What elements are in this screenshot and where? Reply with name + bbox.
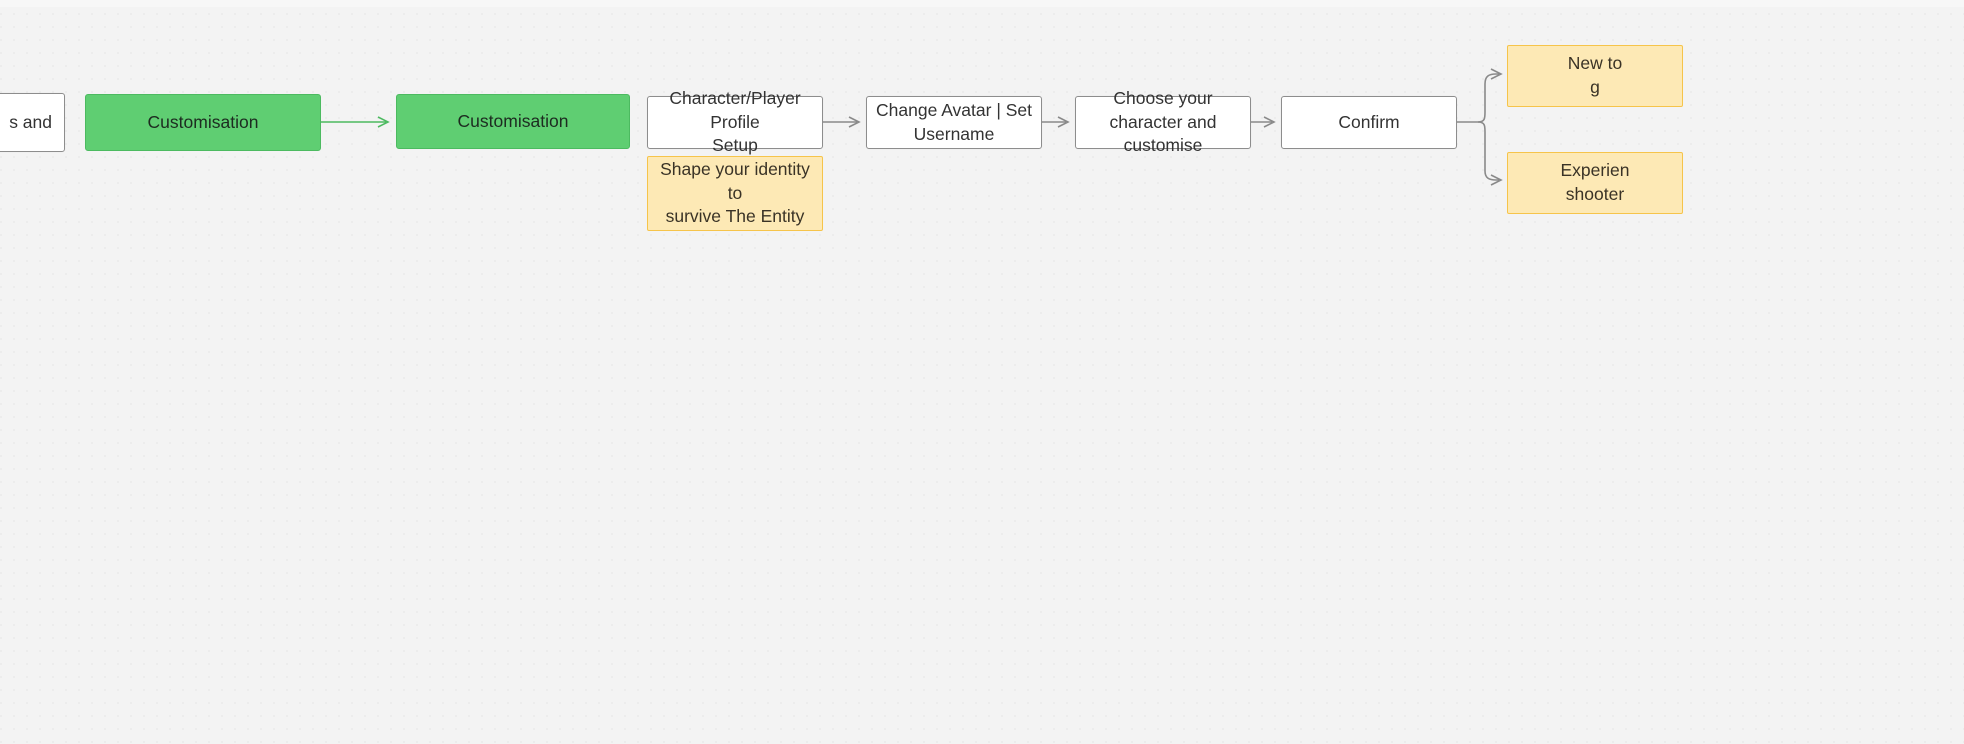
note-label: Experien shooter [1560,160,1630,204]
node-label: Confirm [1338,111,1400,132]
note-label: Shape your identity to survive The Entit… [660,159,810,227]
edge-profile-to-avatar [823,116,861,128]
node-label: Choose your character and customise [1109,88,1217,156]
node-label: Change Avatar | Set Username [876,99,1032,144]
node-label: Character/Player Profile Setup [669,88,801,156]
node-confirm[interactable]: Confirm [1281,96,1457,149]
edge-confirm-to-new-note [1477,68,1503,123]
node-customisation-1[interactable]: Customisation [85,94,321,151]
node-label: Customisation [457,110,569,131]
note-new-to-game[interactable]: New to g [1507,45,1683,107]
edge-confirm-to-experience-note [1477,121,1503,186]
edge-customisation1-customisation2 [321,116,390,128]
node-choose-your-character-and-customise[interactable]: Choose your character and customise [1075,88,1251,155]
note-label: New to g [1567,53,1623,97]
edge-avatar-to-choose [1042,116,1070,128]
node-label: s and [9,111,52,132]
node-change-avatar-set-username[interactable]: Change Avatar | Set Username [866,96,1042,149]
note-experienced-shooter[interactable]: Experien shooter [1507,152,1683,214]
node-clipped-left[interactable]: s and [0,93,65,152]
canvas-top-strip [0,0,1964,7]
note-shape-your-identity[interactable]: Shape your identity to survive The Entit… [647,156,823,231]
edge-choose-to-confirm [1251,116,1276,128]
node-customisation-2[interactable]: Customisation [396,94,630,149]
node-label: Customisation [147,111,259,132]
node-character-player-profile-setup[interactable]: Character/Player Profile Setup [647,88,823,155]
